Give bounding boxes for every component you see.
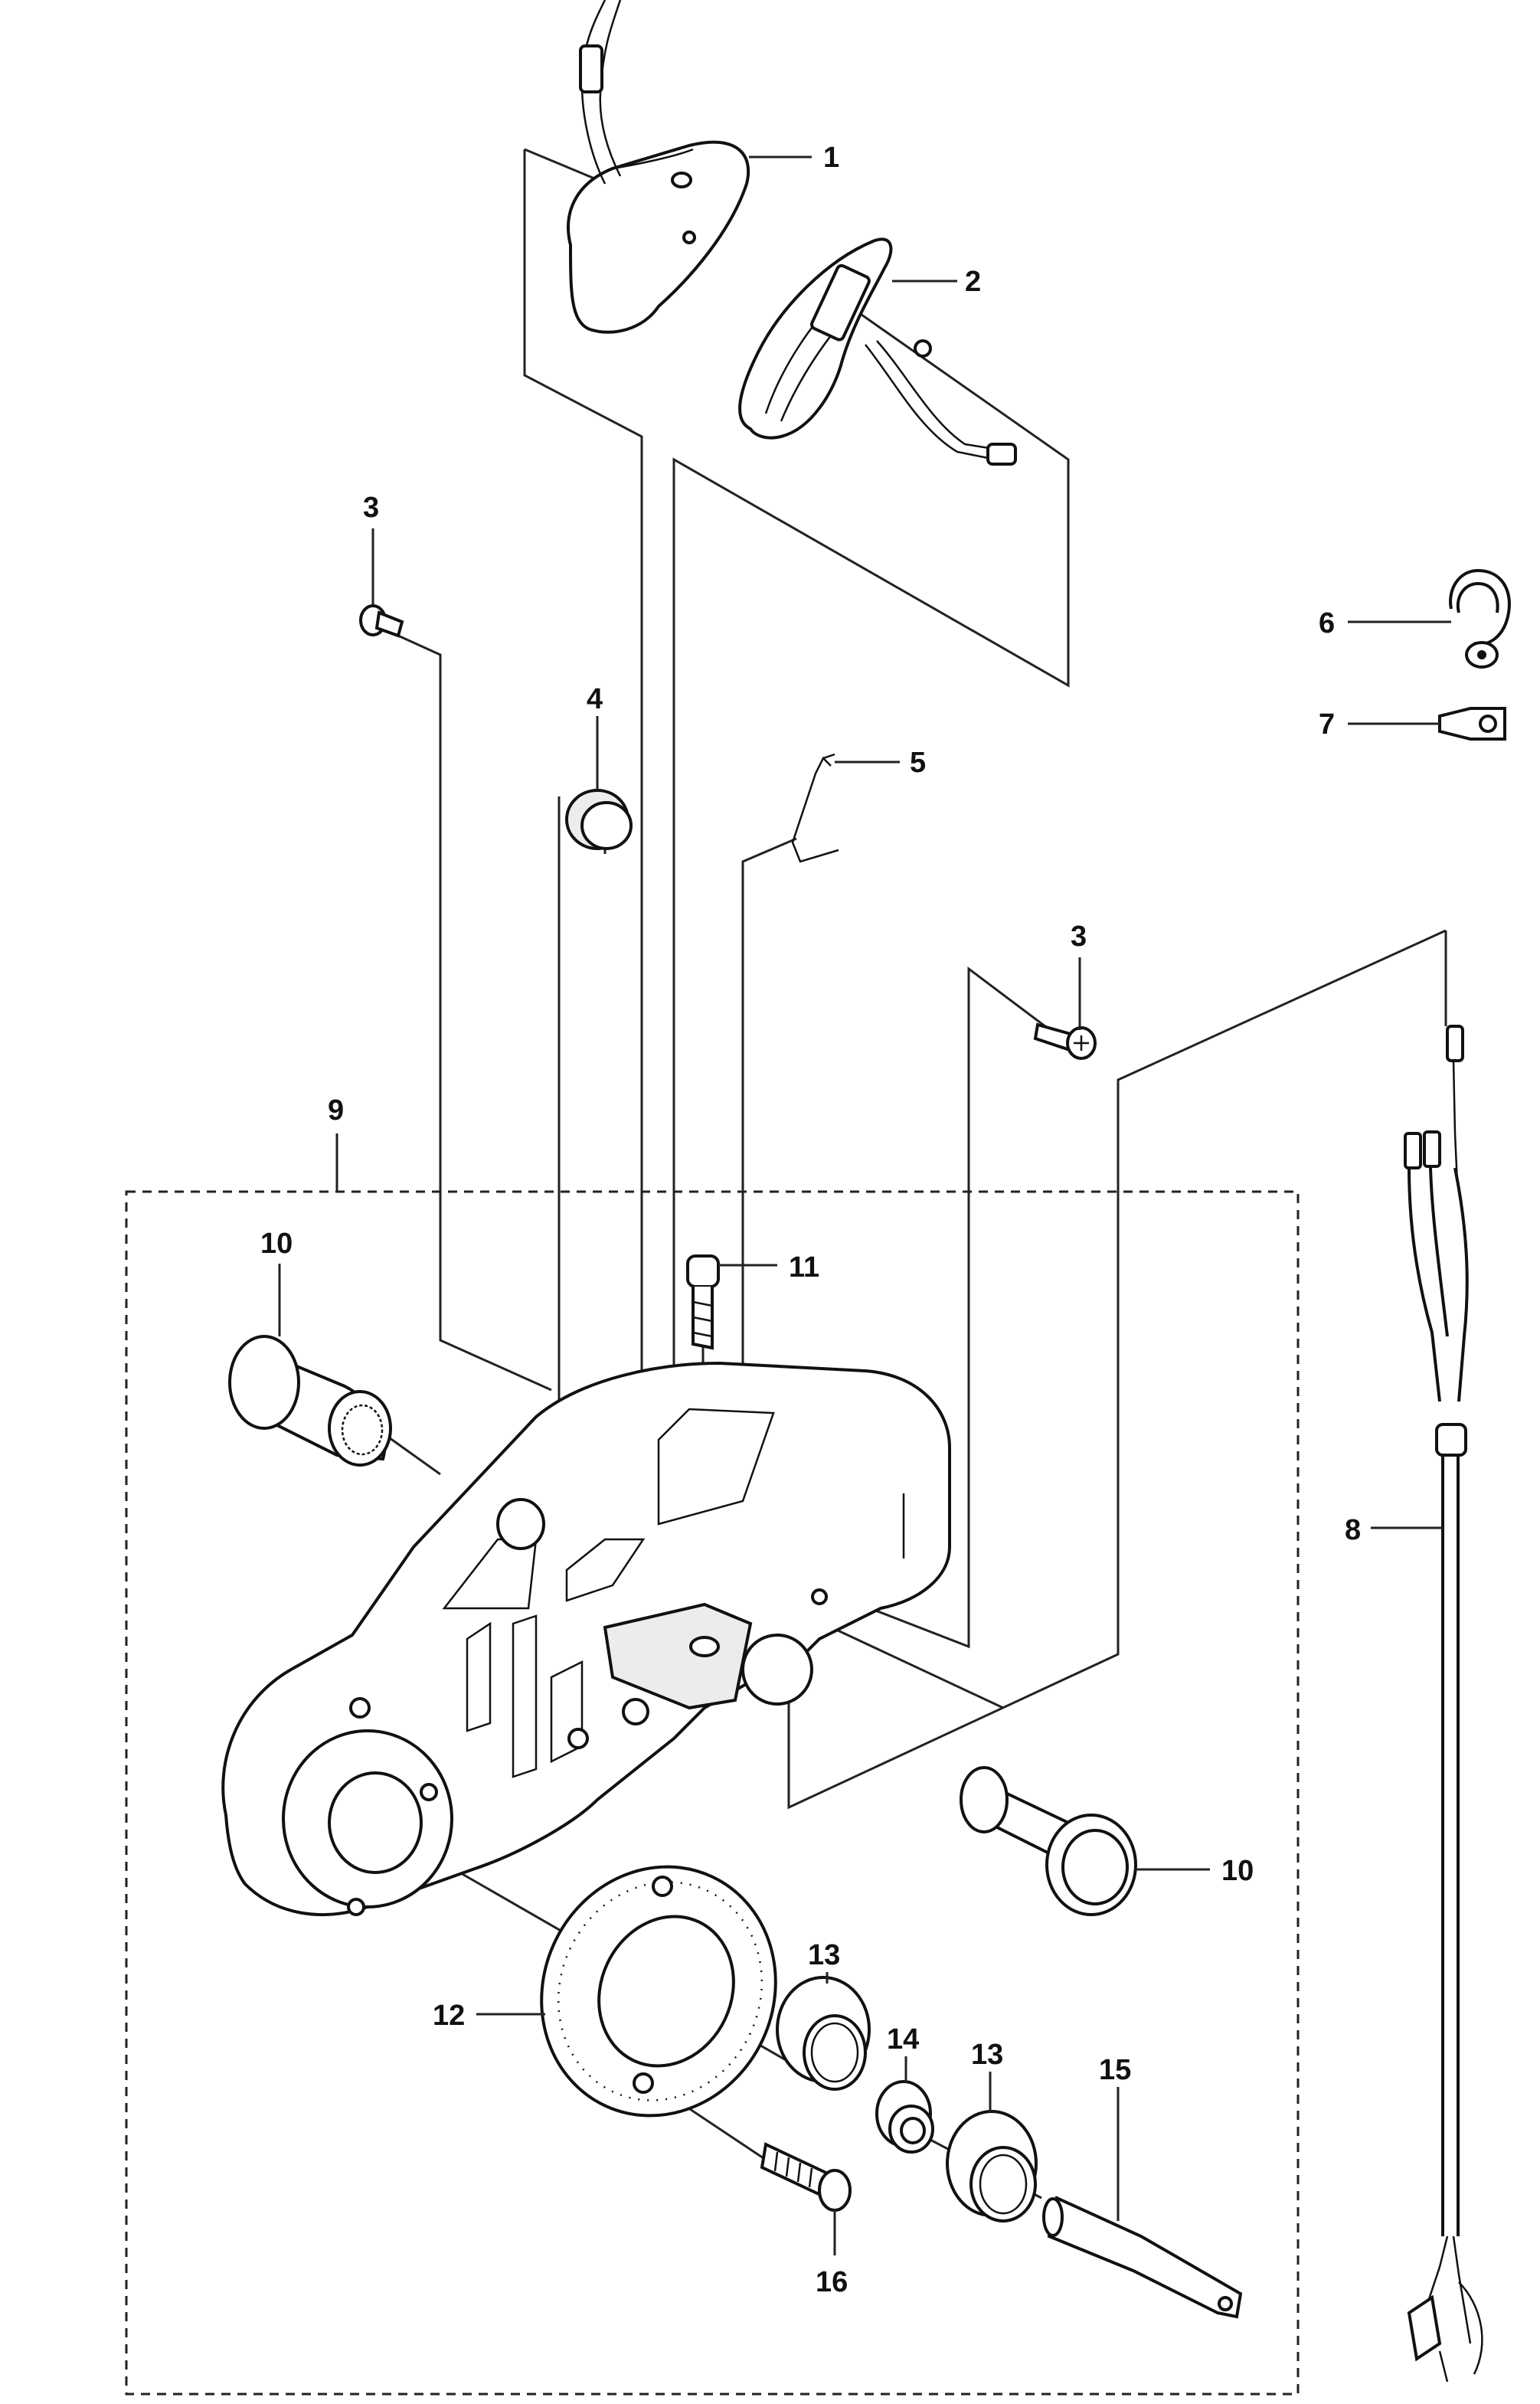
callout-7: 7 (1319, 708, 1335, 741)
part-2-trigger-switch (738, 237, 1017, 466)
part-12-lock-washer (540, 1865, 777, 2118)
part-13-bearing-upper (776, 1976, 871, 2091)
callout-6: 6 (1319, 607, 1335, 639)
callout-8: 8 (1345, 1514, 1361, 1546)
part-3-screw-left (359, 604, 404, 638)
callout-10-right: 10 (1221, 1855, 1254, 1887)
callout-3-right: 3 (1071, 921, 1087, 953)
assembly-boundary-box (125, 1190, 1300, 2396)
callout-3-left: 3 (363, 492, 379, 524)
part-5-wire-clip (791, 753, 839, 863)
callout-1: 1 (823, 142, 839, 174)
part-4-plug (565, 789, 633, 850)
leader-lines (278, 155, 1451, 2255)
part-7-cable-terminal (1438, 707, 1506, 741)
part-10-bushing-left (228, 1335, 392, 1467)
main-housing (221, 1361, 951, 1916)
callout-5: 5 (910, 747, 926, 779)
callout-4: 4 (587, 683, 603, 715)
callouts: 1 2 3 4 5 6 7 8 9 10 10 3 11 12 13 14 13… (260, 142, 1361, 2298)
callout-14: 14 (887, 2023, 919, 2056)
callout-11: 11 (789, 1251, 819, 1284)
part-16-screw (760, 2142, 852, 2212)
part-3-screw-right (1033, 1022, 1097, 1060)
part-1-switch-cover (567, 0, 750, 334)
part-6-cable-clamp (1449, 568, 1511, 669)
part-13-bearing-lower (946, 2110, 1038, 2222)
part-14-spacer (875, 2080, 934, 2154)
callout-15: 15 (1099, 2054, 1131, 2086)
part-11-bolt (686, 1254, 720, 1350)
callout-9: 9 (328, 1094, 344, 1127)
part-8-cable-harness (1404, 1025, 1483, 2383)
callout-12: 12 (433, 2000, 465, 2032)
callout-2: 2 (965, 266, 981, 298)
callout-10-left: 10 (260, 1228, 293, 1260)
guide-lines (332, 148, 1447, 2200)
part-15-shaft (1042, 2196, 1243, 2319)
part-10-bushing-right (960, 1766, 1137, 1916)
callout-13-upper: 13 (808, 1939, 840, 1971)
callout-16: 16 (816, 2266, 848, 2298)
callout-13-lower: 13 (971, 2039, 1003, 2071)
